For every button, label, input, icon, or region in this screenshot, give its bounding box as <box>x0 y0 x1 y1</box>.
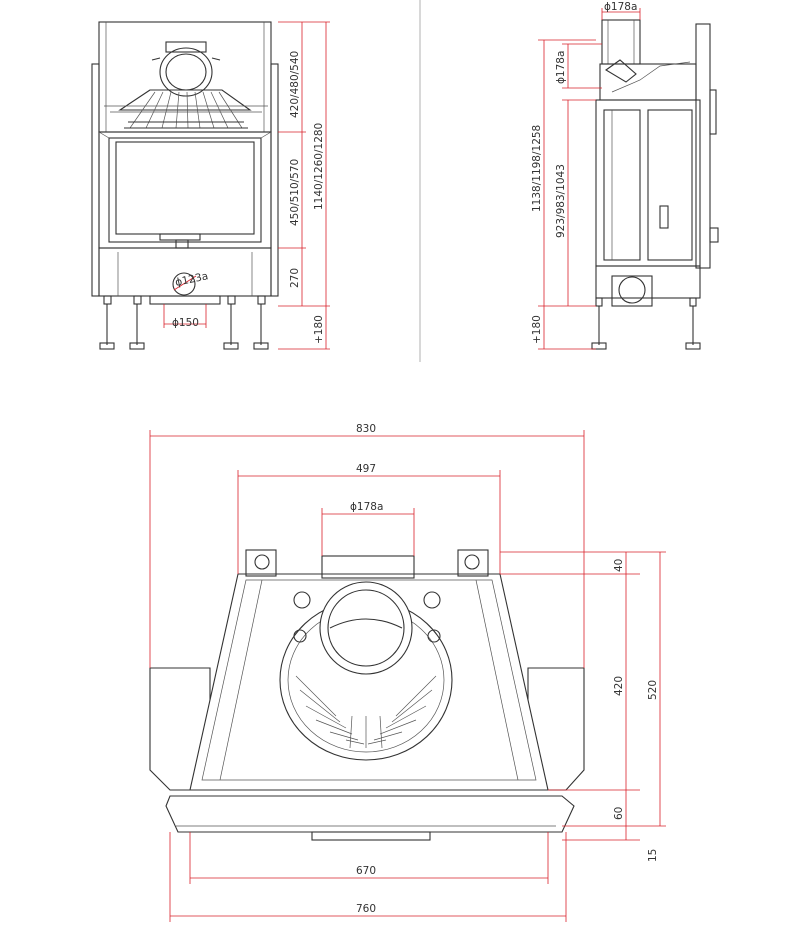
top-flue-assembly <box>279 581 453 761</box>
front-legs <box>99 295 269 350</box>
top-width-frame-label: 760 <box>356 903 376 915</box>
side-flue-top-label: ϕ178a <box>604 1 637 13</box>
side-height-inner-label: 923/983/1043 <box>555 164 567 238</box>
side-height-total-label: 1138/1198/1258 <box>531 125 543 212</box>
top-width-middle-label: 497 <box>356 463 376 475</box>
front-dimensions <box>278 21 330 350</box>
front-flue-collar <box>104 41 268 129</box>
front-height-bottom-label: 270 <box>289 268 301 288</box>
front-leg-height-label: +180 <box>313 315 325 344</box>
top-depth-handle-label: 15 <box>647 849 659 862</box>
top-width-total-label: 830 <box>356 423 376 435</box>
top-view: 830 497 ϕ178a 40 420 520 60 15 670 760 <box>149 423 666 922</box>
side-leg-height-label: +180 <box>531 315 543 344</box>
side-view: ϕ178a ϕ178a 1138/1198/1258 923/983/1043 … <box>531 1 719 350</box>
top-width-front-label: 670 <box>356 865 376 877</box>
front-height-top-label: 420/480/540 <box>289 51 301 118</box>
top-flue-diameter-label: ϕ178a <box>350 501 383 513</box>
top-depth-front-label: 60 <box>613 807 625 820</box>
side-flue-side-label: ϕ178a <box>555 51 567 84</box>
front-inlet-pipe-label: ϕ150 <box>172 317 199 329</box>
front-height-total-label: 1140/1260/1280 <box>313 123 325 210</box>
front-door <box>98 131 272 249</box>
front-view: ϕ150 ϕ123a 420/480/540 450/510/570 270 1… <box>91 21 330 350</box>
front-height-glass-label: 450/510/570 <box>289 159 301 226</box>
front-inlet-diameter-label: ϕ123a <box>174 270 209 289</box>
top-depth-total-label: 520 <box>647 680 659 700</box>
top-depth-body-label: 420 <box>613 676 625 696</box>
top-depth-top-label: 40 <box>613 559 625 572</box>
